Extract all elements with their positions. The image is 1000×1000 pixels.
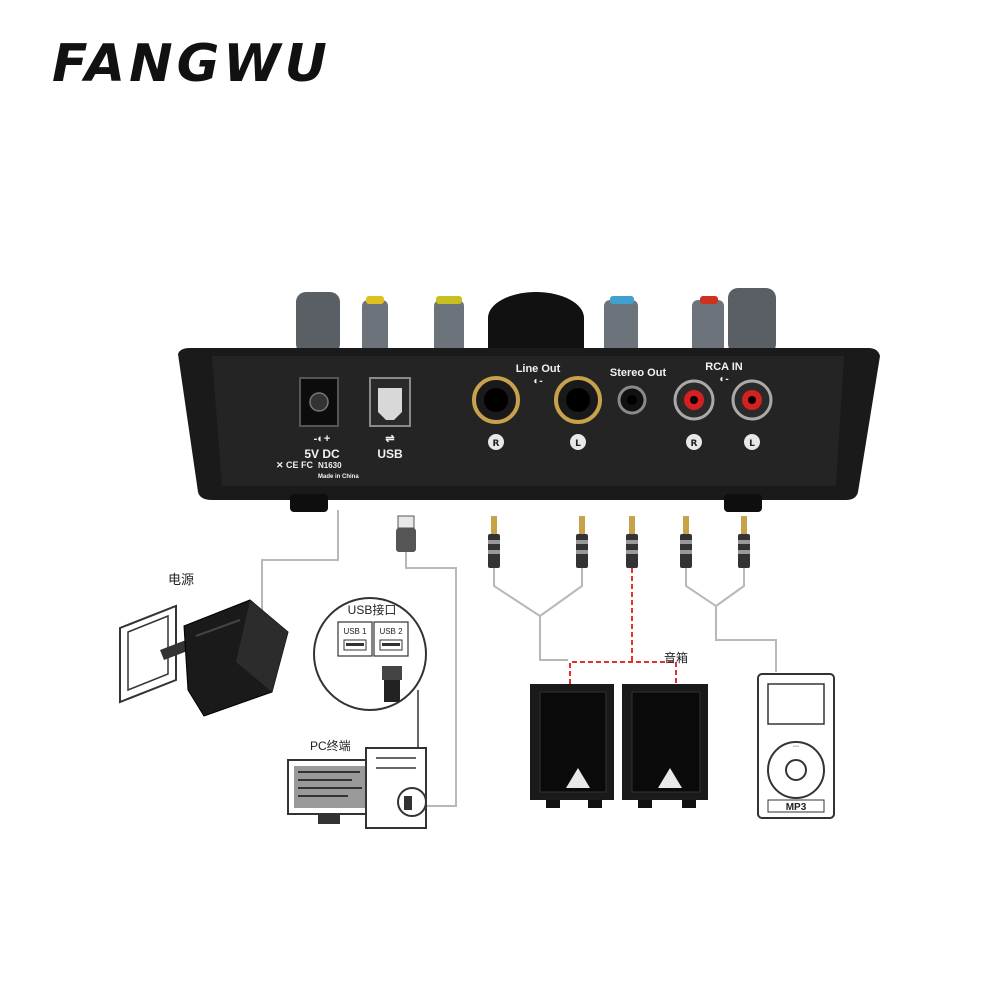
usb2-frame (373, 621, 409, 657)
jack-plug (626, 516, 638, 568)
marker-r-rca (686, 434, 702, 450)
line-out-symbol-icon: ◐- (533, 376, 542, 387)
speaker-left-icon (530, 684, 614, 808)
usb-a-plug-icon (382, 666, 402, 680)
usb-a-plug-body (384, 680, 400, 702)
wall-outlet-icon (119, 604, 177, 704)
jack-plugs (488, 516, 750, 568)
line-out-label: Line Out (516, 363, 561, 375)
audio-interface-device: -◐+ 5V DC ⇌ USB ✕ CE FC N1630 Made in Ch… (178, 348, 880, 512)
usb-port-callout: USB接口 USB 1 USB 2 (313, 597, 427, 711)
knob (604, 300, 638, 354)
power-label: 5V DC (304, 447, 340, 461)
marker-l-line (570, 434, 586, 450)
knob-cap-red (700, 296, 718, 304)
mp3-label: MP3 (786, 802, 807, 813)
usb-b-socket (378, 388, 402, 420)
rca-in-right-jack (673, 379, 715, 421)
pc-icon (287, 747, 427, 829)
knob-cap-green (436, 296, 462, 304)
rca-in-left-jack (731, 379, 773, 421)
mp3-menu-icon: ◦◦◦ (793, 744, 799, 750)
usb-symbol-icon: ⇌ (385, 433, 394, 445)
speaker-right-icon (622, 684, 708, 808)
line-out-right-jack (472, 376, 520, 424)
marker-r-line (488, 434, 504, 450)
knob (434, 300, 464, 354)
knob (362, 300, 388, 354)
origin-text: Made in China (318, 474, 359, 480)
usb-port-title: USB接口 (348, 602, 397, 617)
cert-marks-icon: ✕ CE FC (276, 460, 314, 470)
usb1-frame (337, 621, 373, 657)
usb2-label: USB 2 (379, 627, 403, 636)
mp3-player-icon (757, 673, 835, 819)
cables (261, 510, 777, 807)
jack-plug (576, 516, 588, 568)
power-label-cn: 电源 (168, 572, 194, 587)
line-out-left-jack (554, 376, 602, 424)
jack-plug (738, 516, 750, 568)
knobs (296, 288, 776, 354)
marker-l-rca (744, 434, 760, 450)
knob (728, 288, 776, 354)
jack-plug (488, 516, 500, 568)
usb2-port-tongue (382, 643, 400, 646)
usb-plug (396, 515, 416, 552)
power-adapter-icon (160, 599, 289, 717)
rca-in-symbol-icon: ◐- (719, 374, 728, 385)
usb1-port-tongue (346, 643, 364, 646)
knob (692, 300, 724, 354)
marker-l-rca-text: L (749, 439, 755, 449)
pc-label: PC终端 (310, 738, 351, 753)
stereo-out-jack (617, 385, 647, 415)
jack-plug (680, 516, 692, 568)
foot (724, 494, 762, 512)
rca-in-label: RCA IN (705, 361, 743, 373)
stereo-out-label: Stereo Out (610, 367, 667, 379)
knob-cap-yellow (366, 296, 384, 304)
knob (296, 292, 340, 354)
pc-usb-port-highlight (397, 787, 427, 817)
dc-polarity-icon: -◐+ (314, 433, 331, 445)
marker-l-line-text: L (575, 439, 581, 449)
knob-cap-blue (610, 296, 634, 304)
speakers-label: 音箱 (664, 650, 688, 665)
foot (290, 494, 328, 512)
usb1-label: USB 1 (343, 627, 367, 636)
marker-r-rca-text: R (691, 439, 698, 449)
marker-r-line-text: R (493, 439, 500, 449)
cert-text: N1630 (318, 461, 342, 470)
speaker-link-cable (569, 568, 677, 684)
usb-label: USB (377, 447, 403, 461)
dc-port-pin (309, 392, 329, 412)
brand-logo: FANGWU (52, 34, 331, 94)
